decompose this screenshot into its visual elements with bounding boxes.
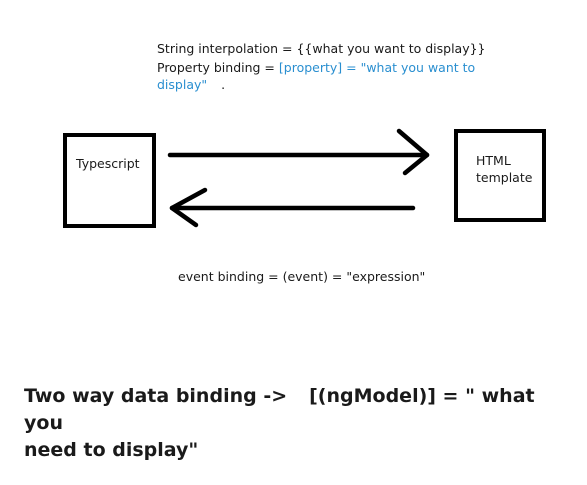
property-binding-highlight: [property] = "what you want to bbox=[278, 60, 476, 75]
typescript-label: Typescript bbox=[76, 156, 140, 171]
property-binding-prefix: Property binding = bbox=[157, 60, 279, 75]
property-binding-note: Property binding = [property] = "what yo… bbox=[157, 60, 475, 76]
event-binding-note: event binding = (event) = "expression" bbox=[178, 269, 426, 284]
two-way-label: Two way data binding -> bbox=[24, 385, 288, 407]
typescript-box bbox=[63, 133, 156, 228]
property-binding-highlight-continued: display" bbox=[157, 77, 208, 92]
interpolation-note: String interpolation = {{what you want t… bbox=[157, 41, 486, 56]
html-label-line2: template bbox=[476, 170, 533, 185]
two-way-binding-note: Two way data binding ->[(ngModel)] = " w… bbox=[24, 383, 569, 464]
html-label-line1: HTML bbox=[476, 153, 511, 168]
property-binding-note-continued: display". bbox=[157, 77, 225, 93]
two-way-syntax-continued: need to display" bbox=[24, 439, 199, 461]
right-arrow bbox=[167, 128, 430, 176]
left-arrow bbox=[169, 187, 416, 228]
html-template-label: HTML template bbox=[476, 152, 546, 186]
html-template-box bbox=[454, 129, 546, 222]
trailing-dot: . bbox=[221, 77, 226, 92]
two-way-syntax: [(ngModel)] = " what you bbox=[24, 385, 535, 434]
